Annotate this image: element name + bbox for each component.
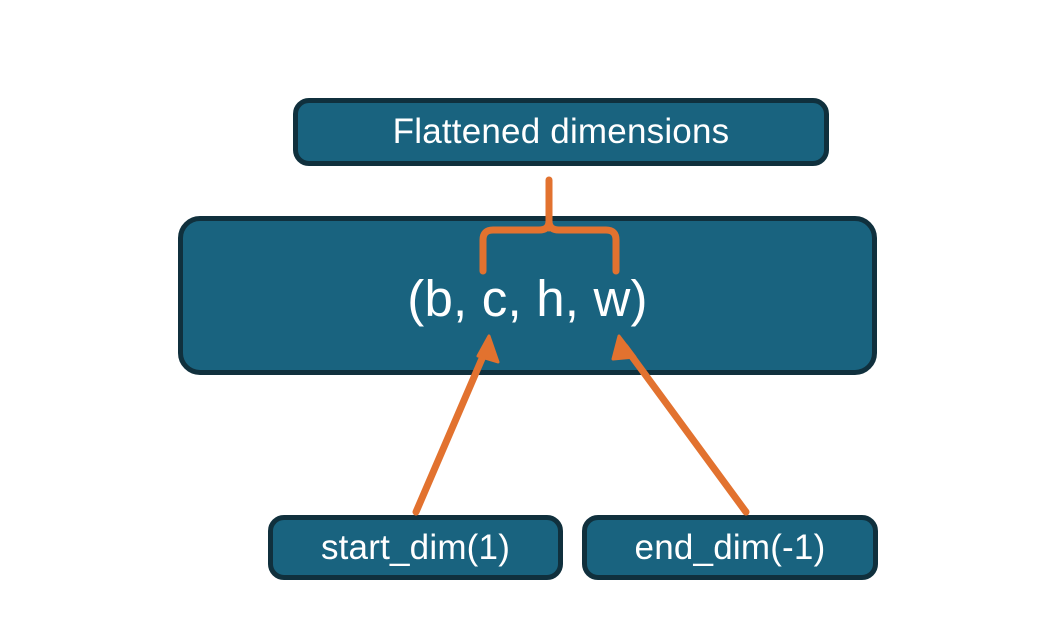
- node-flattened-dimensions-label: Flattened dimensions: [392, 112, 730, 151]
- node-start-dim[interactable]: start_dim(1): [268, 515, 563, 580]
- node-tensor-shape-label: (b, c, h, w): [407, 270, 648, 327]
- node-flattened-dimensions[interactable]: Flattened dimensions: [293, 98, 829, 166]
- node-end-dim-label: end_dim(-1): [634, 527, 826, 567]
- node-tensor-shape[interactable]: (b, c, h, w): [178, 216, 877, 375]
- node-start-dim-label: start_dim(1): [320, 527, 511, 567]
- node-end-dim[interactable]: end_dim(-1): [582, 515, 878, 580]
